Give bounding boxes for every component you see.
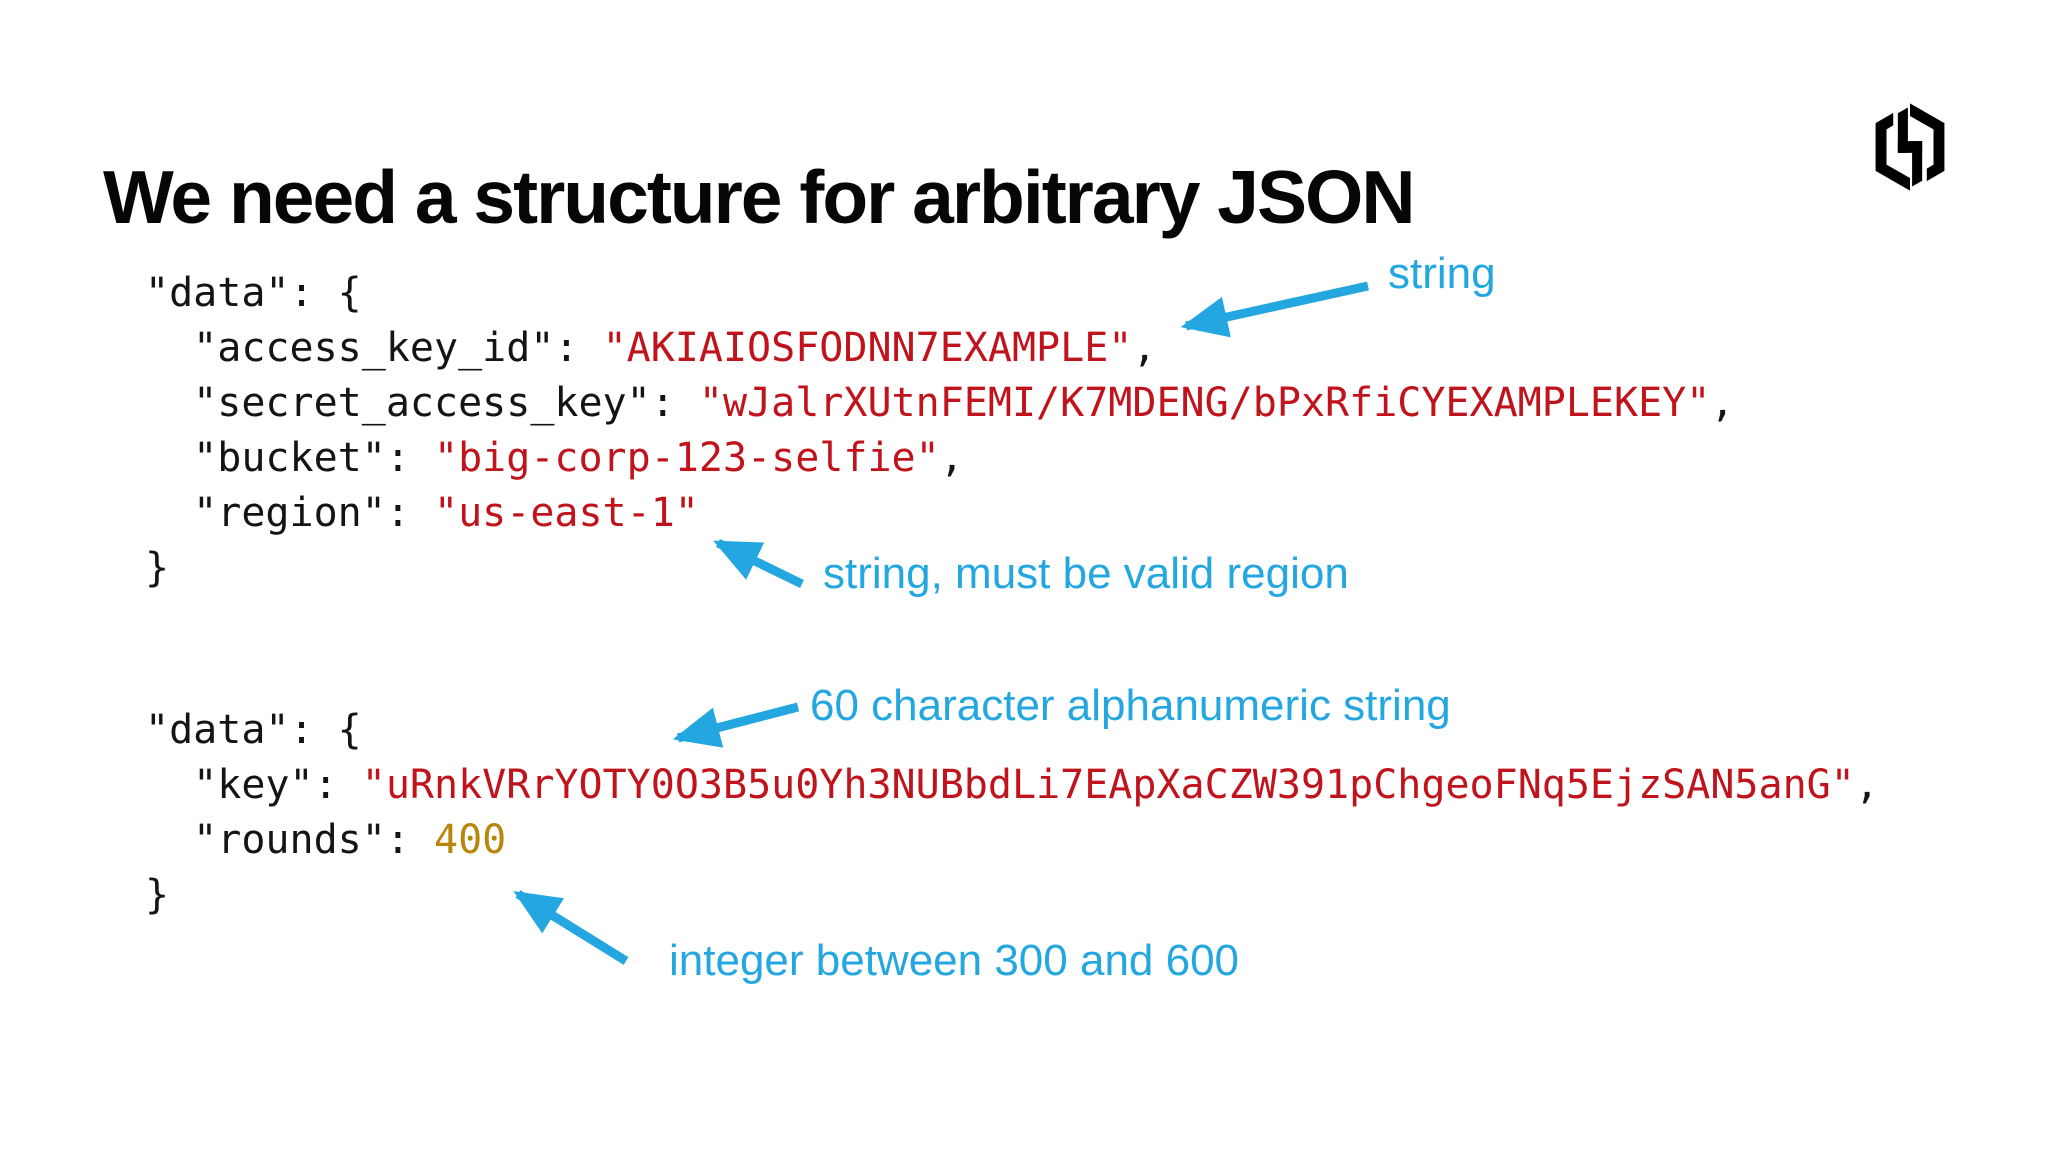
annotation-valid-region-label: string, must be valid region [823, 549, 1349, 598]
json-plain-token: , [1854, 762, 1879, 808]
json-plain-token: "access_key_id": [145, 325, 603, 371]
json-plain-token: } [145, 872, 170, 918]
json-plain-token: "key": [145, 762, 362, 808]
json-string-token: "AKIAIOSFODNN7EXAMPLE" [602, 325, 1133, 371]
json-string-token: "uRnkVRrYOTY0O3B5u0Yh3NUBbdLi7EApXaCZW39… [361, 762, 1855, 808]
code-line: "key": "uRnkVRrYOTY0O3B5u0Yh3NUBbdLi7EAp… [145, 758, 1879, 813]
annotation-integer-range-label: integer between 300 and 600 [669, 936, 1240, 985]
code-line: "rounds": 400 [145, 813, 1879, 868]
annotation-alphanumeric-label: 60 character alphanumeric string [810, 681, 1451, 730]
code-line: "data": { [145, 266, 1734, 321]
json-plain-token: } [145, 545, 170, 591]
json-plain-token: "data": { [145, 270, 362, 316]
code-line: } [145, 868, 1879, 923]
code-line: "region": "us-east-1" [145, 486, 1734, 541]
json-number-token: 400 [433, 817, 507, 863]
code-line: } [145, 541, 1734, 596]
json-plain-token: "bucket": [145, 435, 434, 481]
code-block-key-rounds: "data": { "key": "uRnkVRrYOTY0O3B5u0Yh3N… [145, 703, 1879, 923]
json-plain-token: , [1710, 380, 1735, 426]
json-string-token: "wJalrXUtnFEMI/K7MDENG/bPxRfiCYEXAMPLEKE… [698, 380, 1711, 426]
json-plain-token: "data": { [145, 707, 362, 753]
json-string-token: "us-east-1" [433, 490, 699, 536]
hashicorp-logo [1866, 100, 1954, 194]
code-line: "data": { [145, 703, 1879, 758]
code-line: "access_key_id": "AKIAIOSFODNN7EXAMPLE", [145, 321, 1734, 376]
code-line: "bucket": "big-corp-123-selfie", [145, 431, 1734, 486]
json-string-token: "big-corp-123-selfie" [433, 435, 940, 481]
hashicorp-hexagon-h-icon [1875, 103, 1945, 191]
json-plain-token: , [939, 435, 964, 481]
json-plain-token: "region": [145, 490, 434, 536]
code-block-aws-credentials: "data": { "access_key_id": "AKIAIOSFODNN… [145, 266, 1734, 596]
code-line: "secret_access_key": "wJalrXUtnFEMI/K7MD… [145, 376, 1734, 431]
page-title: We need a structure for arbitrary JSON [103, 155, 1416, 240]
json-plain-token: "secret_access_key": [145, 380, 699, 426]
json-plain-token: , [1132, 325, 1157, 371]
annotation-string-label: string [1388, 249, 1496, 298]
json-plain-token: "rounds": [145, 817, 434, 863]
